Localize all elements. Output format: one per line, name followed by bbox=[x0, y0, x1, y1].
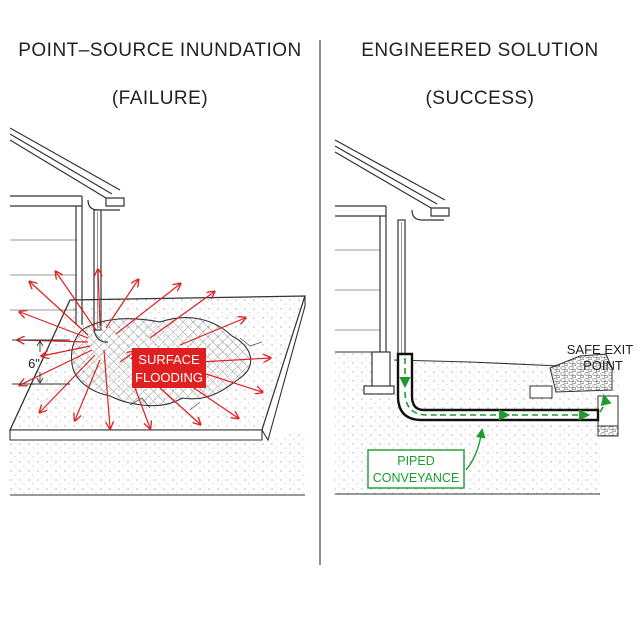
exit-label-line1: SAFE EXIT bbox=[567, 342, 634, 357]
solution-panel-subtitle: (SUCCESS) bbox=[425, 88, 535, 109]
piped-conveyance-label: PIPED CONVEYANCE bbox=[367, 428, 486, 489]
solution-house bbox=[334, 139, 450, 395]
flood-label-line1: SURFACE bbox=[138, 352, 200, 367]
dimension-marker bbox=[12, 339, 70, 385]
solution-panel-title: ENGINEERED SOLUTION bbox=[361, 40, 599, 61]
exit-label-line2: POINT bbox=[583, 358, 623, 373]
flow-arrows bbox=[399, 358, 612, 421]
pipe-label-line1: PIPED bbox=[397, 454, 435, 468]
flood-label-line2: FLOODING bbox=[135, 370, 203, 385]
conveyance-pipe bbox=[396, 352, 600, 422]
surface-flooding-label: SURFACE FLOODING bbox=[132, 348, 206, 388]
flood-arrows bbox=[18, 270, 270, 428]
failure-panel-title: POINT–SOURCE INUNDATION bbox=[18, 40, 302, 61]
dimension-label: 6" bbox=[28, 356, 40, 371]
failure-panel-subtitle: (FAILURE) bbox=[111, 88, 209, 109]
pipe-label-line2: CONVEYANCE bbox=[373, 471, 460, 485]
solution-downspout bbox=[397, 219, 406, 357]
failure-house bbox=[9, 127, 125, 325]
failure-ground bbox=[10, 430, 305, 496]
